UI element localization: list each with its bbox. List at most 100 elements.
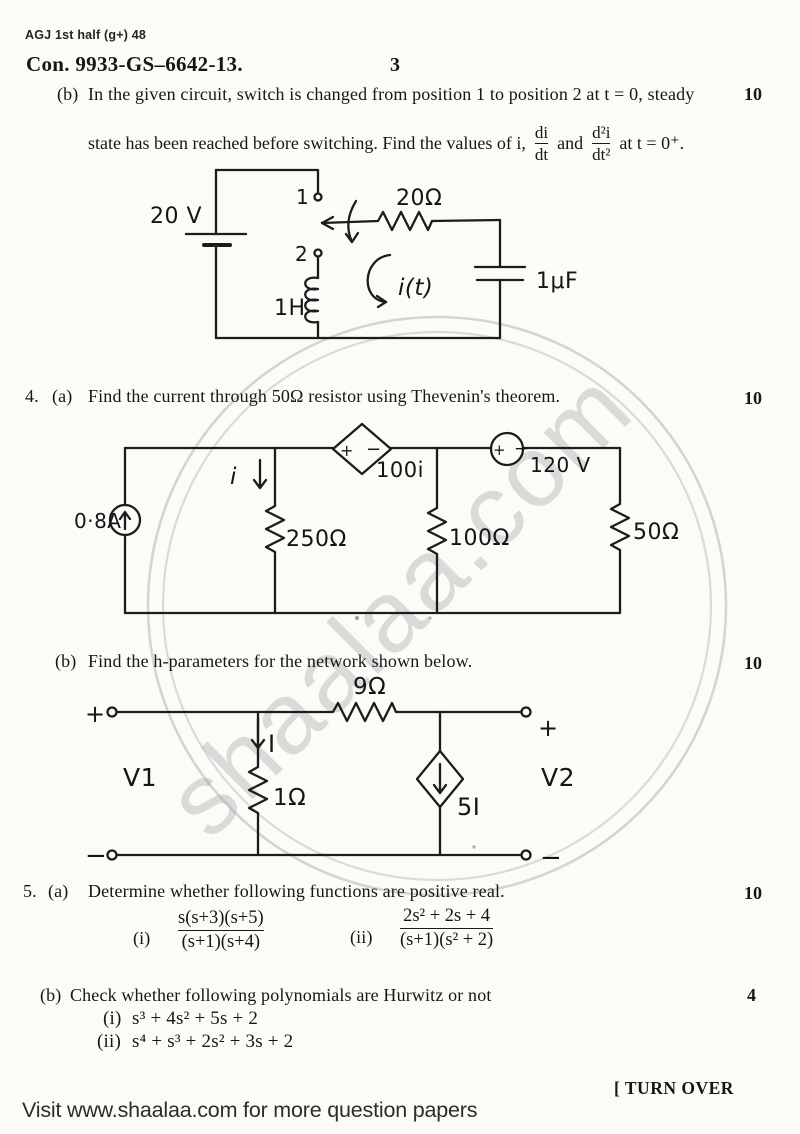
branch-current-label: i	[230, 464, 237, 490]
exam-code: Con. 9933-GS–6642-13.	[26, 52, 243, 76]
fraction-denominator: dt²	[592, 145, 611, 165]
resistor-20ohm-label: 20Ω	[396, 186, 442, 211]
circuit-thevenin: 0·8A i 250Ω + − 100i 100Ω + − 120 V 50Ω	[74, 422, 679, 620]
minus-sign: −	[540, 843, 562, 873]
resistor-250ohm	[264, 446, 286, 615]
watermark-inner-ring	[161, 330, 713, 882]
resistor-9ohm-label: 9Ω	[353, 674, 386, 700]
fraction-numerator: di	[534, 123, 549, 142]
q-b-marks: 10	[744, 84, 762, 104]
q5a-text: Determine whether following functions ar…	[88, 881, 505, 901]
q5b-label: (b)	[40, 985, 62, 1005]
arrowhead	[344, 231, 360, 244]
fraction-numerator: d²i	[592, 123, 611, 142]
port2-voltage-label: V2	[541, 763, 575, 792]
port1-top-terminal	[106, 706, 118, 718]
fraction-bar	[592, 143, 611, 145]
fraction-bar	[534, 143, 549, 145]
q4b-label: (b)	[55, 651, 77, 671]
q4a-label: (a)	[52, 386, 73, 406]
q-b-conjunction: and	[557, 133, 584, 154]
scan-header-note: AGJ 1st half (g+) 48	[25, 28, 147, 42]
fraction-bar	[178, 930, 264, 932]
arrowhead	[375, 294, 388, 309]
port1-voltage-label: V1	[123, 763, 157, 792]
q5a-function1: s(s+3)(s+5) (s+1)(s+4)	[178, 908, 264, 954]
inductor-1h	[304, 276, 320, 324]
watermark-outer-ring	[146, 315, 728, 897]
current-source-arrow	[118, 510, 132, 531]
switch-pos2-label: 2	[295, 242, 308, 266]
loop-current-arrow	[366, 253, 392, 304]
q-b-line2-end: at t = 0⁺.	[619, 133, 685, 154]
port1-bottom-terminal	[106, 849, 118, 861]
wire	[214, 168, 320, 195]
q5b-poly2: s⁴ + s³ + 2s² + 3s + 2	[132, 1031, 294, 1052]
switch-contact-2	[313, 248, 323, 258]
resistor-20ohm	[320, 210, 502, 232]
footer-visit-text: Visit www.shaalaa.com for more question …	[22, 1098, 478, 1122]
minus-sign: −	[366, 439, 382, 460]
q5a-label: (a)	[48, 881, 69, 901]
loop-current-label: i(t)	[398, 275, 433, 301]
turn-over-note: [ TURN OVER	[614, 1078, 734, 1098]
resistor-50ohm-label: 50Ω	[633, 520, 679, 545]
q5b-marks: 4	[747, 985, 756, 1005]
fraction-denominator: (s+1)(s² + 2)	[400, 930, 494, 951]
resistor-50ohm	[609, 446, 631, 615]
resistor-9ohm	[114, 701, 523, 723]
ink-smudge	[355, 616, 359, 620]
page-number: 3	[390, 54, 400, 76]
fraction-denominator: dt	[534, 145, 549, 165]
q5a-function2: 2s² + 2s + 4 (s+1)(s² + 2)	[400, 906, 494, 952]
resistor-100ohm	[426, 446, 448, 615]
fraction-denominator: (s+1)(s+4)	[181, 932, 261, 953]
arrowhead	[320, 215, 335, 231]
q5a-marks: 10	[744, 883, 762, 903]
resistor-1ohm-label: 1Ω	[273, 785, 306, 811]
ink-smudge	[428, 616, 432, 620]
q5b-poly2-label: (ii)	[97, 1031, 122, 1052]
q-b-line2: state has been reached before switching.…	[88, 123, 684, 164]
dependent-source-5i-label: 5I	[457, 793, 480, 821]
circuit-rlc-switch: 20 V 1 2 20Ω 1H 1μF	[150, 168, 578, 340]
minus-sign: −	[85, 841, 107, 871]
dependent-source-100i	[331, 422, 393, 476]
down-arrow	[250, 716, 266, 750]
plus-sign: +	[538, 714, 559, 742]
fraction-bar	[400, 928, 494, 930]
q5b-poly1-label: (i)	[103, 1008, 122, 1029]
voltage-source-120v-label: 120 V	[530, 453, 591, 477]
resistor-250ohm-label: 250Ω	[286, 527, 347, 552]
dependent-source-100i-label: 100i	[376, 458, 424, 482]
current-source-label: 0·8A	[74, 509, 122, 533]
capacitor-label: 1μF	[536, 269, 578, 294]
voltage-source-120v	[489, 431, 525, 467]
q4a-marks: 10	[744, 388, 762, 408]
current-source	[108, 503, 142, 537]
inductor-1h-label: 1H	[274, 296, 306, 321]
resistor-1ohm	[247, 710, 269, 857]
plus-sign: +	[493, 441, 506, 459]
port2-top-terminal	[520, 706, 532, 718]
resistor-100ohm-label: 100Ω	[449, 526, 510, 551]
q5a-function1-label: (i)	[133, 928, 151, 948]
dependent-source-arrow	[432, 762, 448, 795]
q4b-text: Find the h-parameters for the network sh…	[88, 651, 473, 671]
q5b-poly1: s³ + 4s² + 5s + 2	[132, 1008, 259, 1029]
fraction-numerator: 2s² + 2s + 4	[403, 906, 491, 926]
q-b-line1: In the given circuit, switch is changed …	[88, 84, 695, 104]
ink-smudge	[472, 845, 476, 849]
circuit-two-port: 9Ω + + I 1Ω 5I − − V1 V2	[85, 674, 575, 873]
fraction-numerator: s(s+3)(s+5)	[178, 908, 264, 928]
down-arrow	[252, 458, 268, 490]
q5a-function2-label: (ii)	[350, 927, 373, 947]
plus-sign: +	[340, 441, 354, 460]
q-b-line2-text: state has been reached before switching.…	[88, 133, 526, 154]
q5-number: 5.	[23, 881, 37, 901]
q4-number: 4.	[25, 386, 39, 406]
port2-bottom-terminal	[520, 849, 532, 861]
q-b-label: (b)	[57, 84, 79, 104]
